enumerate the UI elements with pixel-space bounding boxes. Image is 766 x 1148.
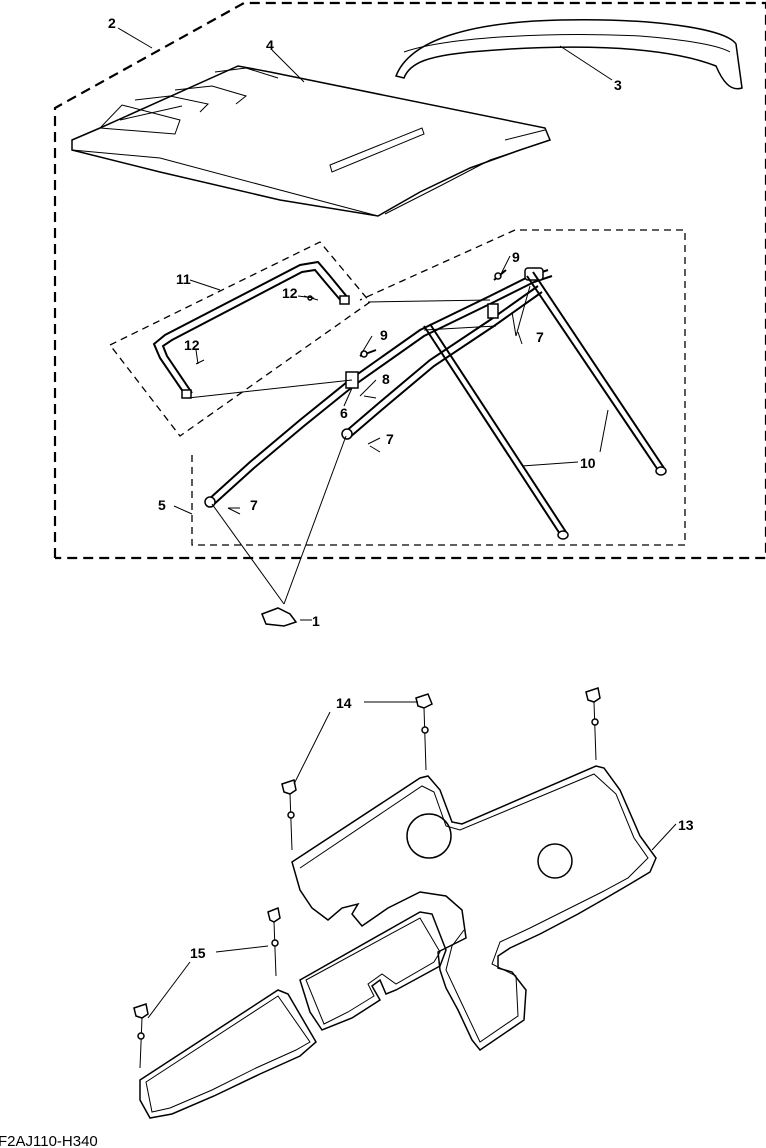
leader-lines (117, 27, 613, 621)
callout-4: 4 (266, 37, 274, 53)
roof-frame (187, 267, 553, 508)
callout-7b: 7 (386, 431, 394, 447)
canopy-assembly: 2 4 3 11 12 12 9 9 7 8 6 7 10 5 7 1 (53, 1, 766, 629)
callout-labels-top: 2 4 3 11 12 12 9 9 7 8 6 7 10 5 7 1 (108, 15, 622, 629)
callout-9a: 9 (512, 249, 520, 265)
callout-1: 1 (312, 613, 320, 629)
large-floor-mat (291, 765, 657, 1052)
rear-floor-mat (139, 989, 317, 1119)
handle-part (211, 435, 347, 627)
callout-9b: 9 (380, 327, 388, 343)
rear-window-boundary (109, 241, 371, 437)
callout-6: 6 (340, 405, 348, 421)
callout-5: 5 (158, 497, 166, 513)
callout-12b: 12 (184, 337, 200, 353)
callout-2: 2 (108, 15, 116, 31)
kit-boundary (53, 1, 766, 560)
rear-window-frame (152, 260, 350, 399)
callout-3: 3 (614, 77, 622, 93)
callout-14: 14 (336, 695, 352, 711)
front-visor (394, 19, 743, 90)
floor-mat-assembly: 14 13 15 (133, 687, 694, 1119)
rear-struts (423, 271, 667, 540)
middle-floor-mat (299, 911, 447, 1031)
callout-11: 11 (176, 271, 191, 287)
callout-13: 13 (678, 817, 694, 833)
frame-boundary (191, 229, 686, 546)
callout-7a: 7 (536, 329, 544, 345)
callout-8: 8 (382, 371, 390, 387)
leader-lines-lower (147, 701, 677, 1019)
callout-10: 10 (580, 455, 596, 471)
callout-15: 15 (190, 945, 206, 961)
callout-12a: 12 (282, 285, 298, 301)
top-cover (71, 65, 552, 217)
callout-7c: 7 (250, 497, 258, 513)
fasteners (133, 687, 601, 1069)
figure-code: F2AJ110-H340 (0, 1133, 98, 1148)
